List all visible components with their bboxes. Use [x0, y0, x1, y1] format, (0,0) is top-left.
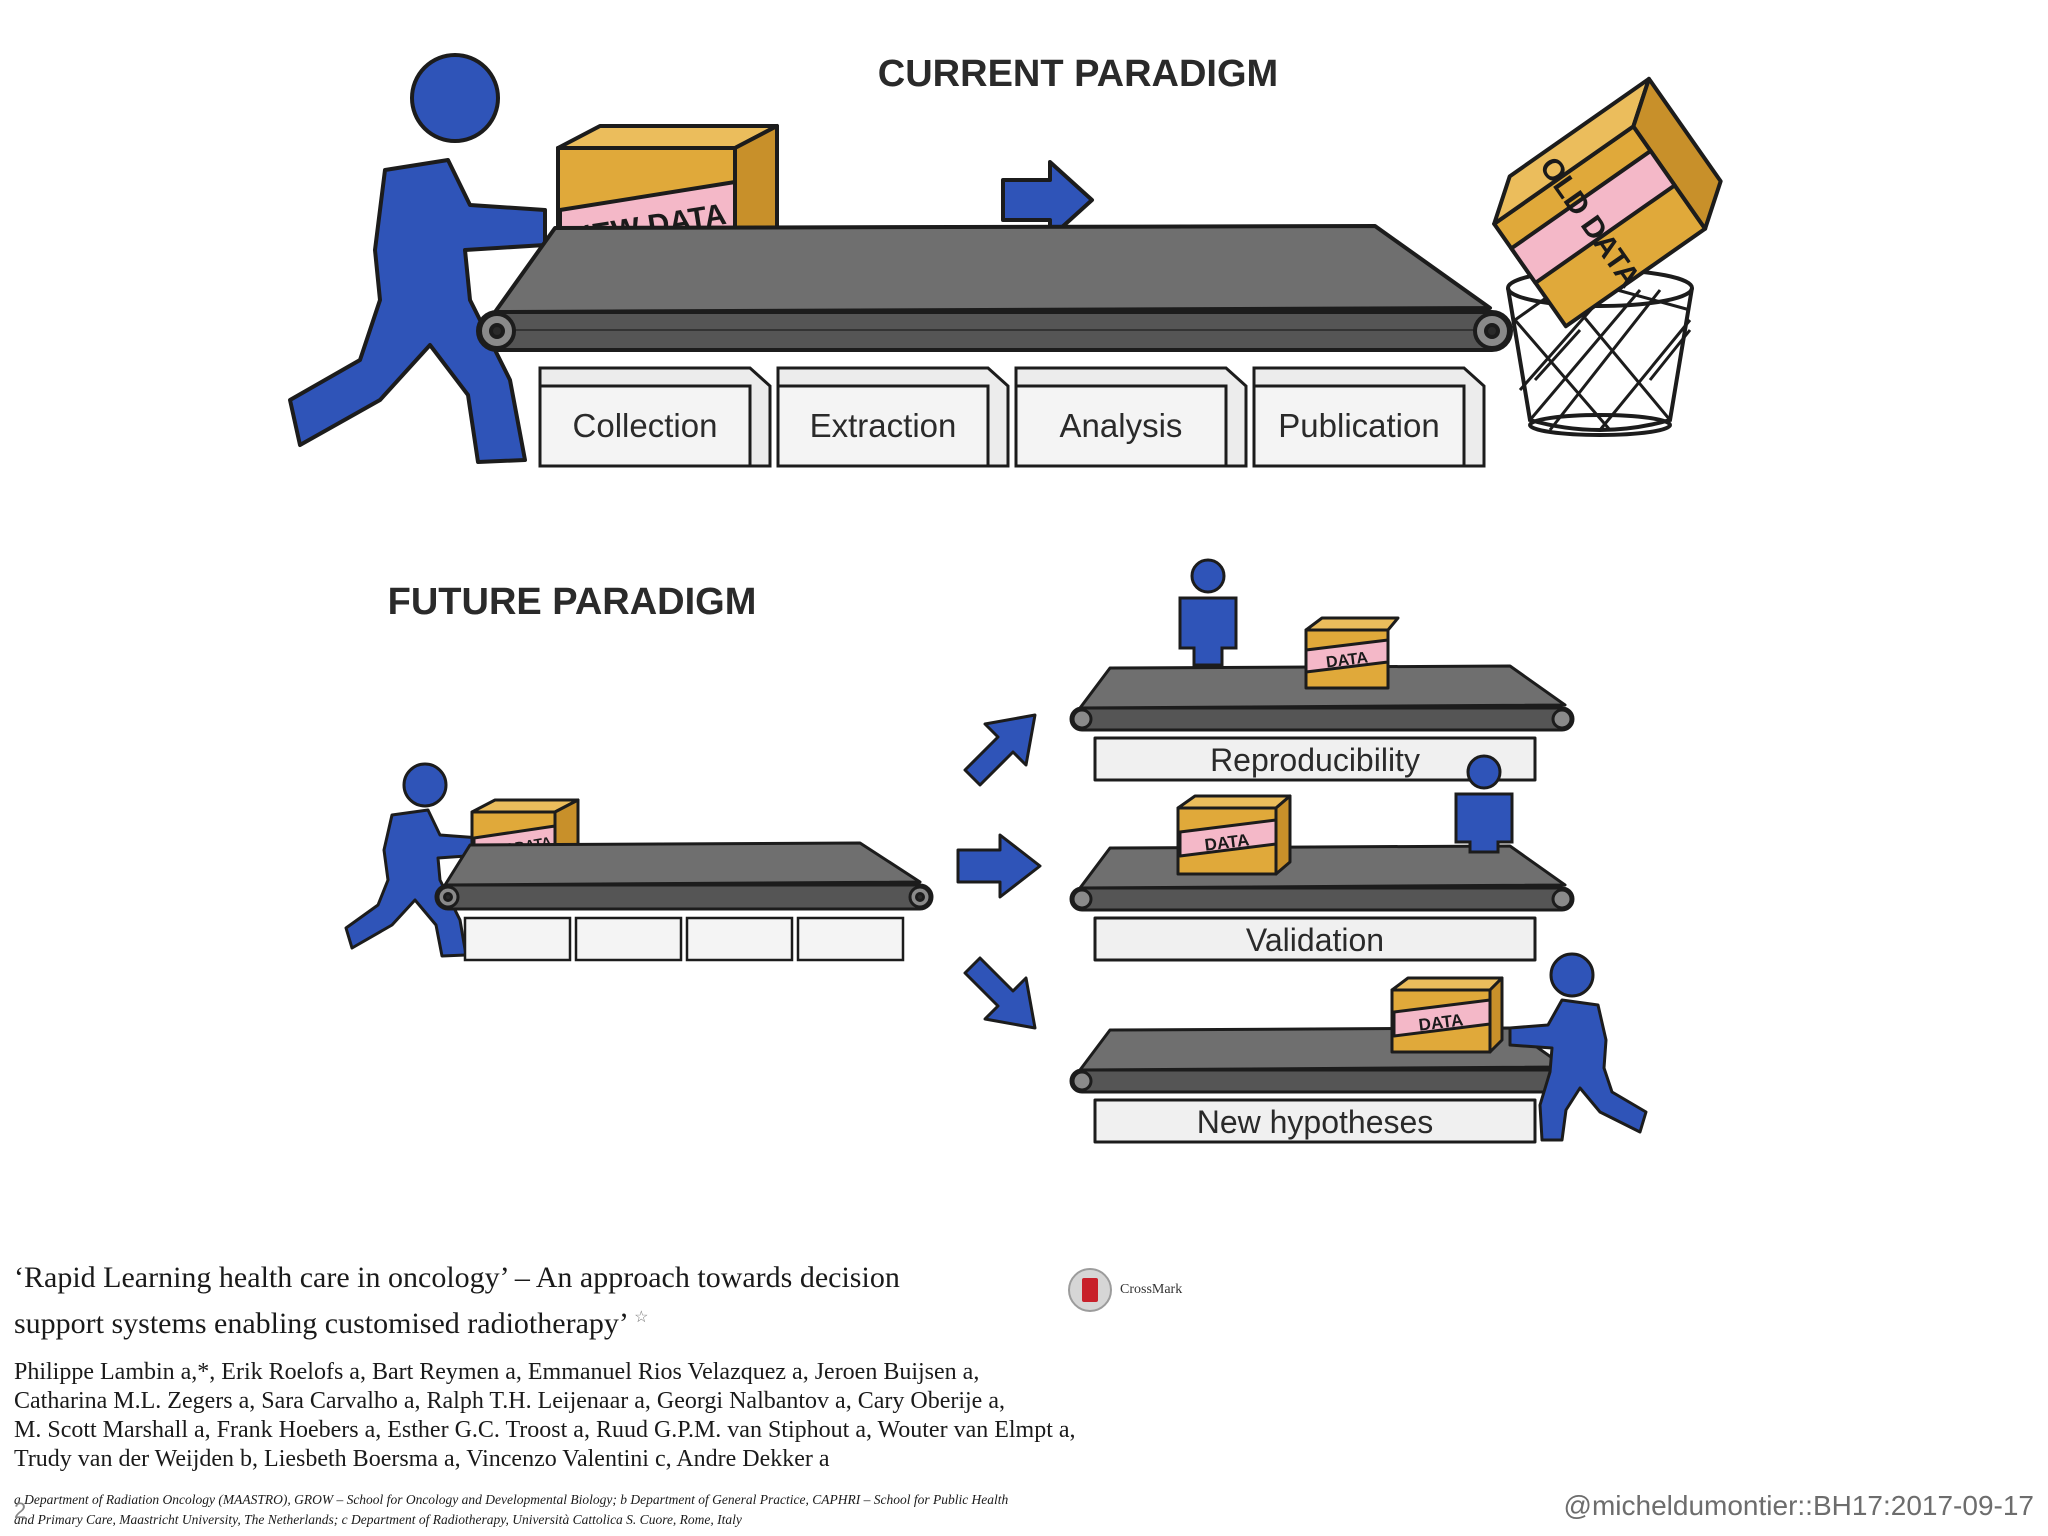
paper-title-line2: support systems enabling customised radi… — [14, 1307, 627, 1340]
author-line: Catharina M.L. Zegers a, Sara Carvalho a… — [14, 1388, 1005, 1414]
outcome-validation-label: Validation — [1246, 922, 1384, 958]
stage-analysis-block — [1014, 366, 1248, 468]
conveyor-belt-main — [476, 224, 1513, 352]
old-data-box-icon — [1492, 76, 1723, 329]
arrow-right-icon — [1001, 160, 1094, 240]
slide-number: 2 — [14, 1498, 27, 1523]
conveyor-validation — [1069, 844, 1575, 962]
stage-extraction-label: Extraction — [810, 407, 957, 444]
paper-title-line1: ‘Rapid Learning health care in oncology’… — [14, 1261, 900, 1294]
author-line: Trudy van der Weijden b, Liesbeth Boersm… — [14, 1446, 830, 1472]
affiliation-line: a Department of Radiation Oncology (MAAS… — [14, 1492, 1009, 1507]
stage-publication-label: Publication — [1278, 407, 1439, 444]
data-box-icon — [1390, 976, 1504, 1054]
presenter-handle: @micheldumontier::BH17:2017-09-17 — [1563, 1490, 2034, 1521]
arrow-right-icon — [956, 833, 1042, 899]
future-paradigm-heading: FUTURE PARADIGM — [388, 581, 757, 623]
affiliations: a Department of Radiation Oncology (MAAS… — [14, 1490, 1194, 1530]
small-conveyor-belt — [434, 841, 934, 911]
paper-title: ‘Rapid Learning health care in oncology’… — [14, 1258, 1254, 1344]
author-list: Philippe Lambin a,*, Erik Roelofs a, Bar… — [14, 1358, 1254, 1474]
current-paradigm-heading: CURRENT PARADIGM — [878, 53, 1278, 95]
data-box-icon — [1304, 616, 1400, 690]
stage-collection-block — [538, 366, 772, 468]
crossmark-badge[interactable]: CrossMark — [1068, 1268, 1208, 1316]
stage-publication-block — [1252, 366, 1486, 468]
outcome-new-hypotheses-label: New hypotheses — [1197, 1104, 1434, 1140]
paradigm-diagram: CURRENT PARADIGM NEW DATA — [288, 53, 1723, 1144]
arrow-down-right-icon — [963, 956, 1037, 1030]
data-box-icon — [1176, 794, 1292, 876]
outcome-reproducibility-label: Reproducibility — [1210, 742, 1420, 778]
crossmark-label: CrossMark — [1120, 1282, 1183, 1297]
stage-collection-label: Collection — [573, 407, 718, 444]
standing-person-icon — [1454, 754, 1514, 854]
crossmark-icon — [1068, 1268, 1112, 1312]
person-pushing-icon — [288, 53, 547, 464]
author-line: M. Scott Marshall a, Frank Hoebers a, Es… — [14, 1417, 1076, 1443]
stage-analysis-label: Analysis — [1060, 407, 1183, 444]
standing-person-icon — [1178, 558, 1238, 667]
data-box-label: DATA — [1325, 649, 1369, 671]
person-pushing-icon — [1508, 952, 1648, 1142]
footnote-star: ☆ — [634, 1309, 649, 1326]
arrow-up-right-icon — [963, 713, 1037, 787]
small-stage-blocks — [463, 916, 905, 962]
stage-extraction-block — [776, 366, 1010, 468]
affiliation-line: and Primary Care, Maastricht University,… — [14, 1512, 742, 1527]
author-line: Philippe Lambin a,*, Erik Roelofs a, Bar… — [14, 1359, 980, 1385]
stage-blocks — [538, 366, 1486, 468]
